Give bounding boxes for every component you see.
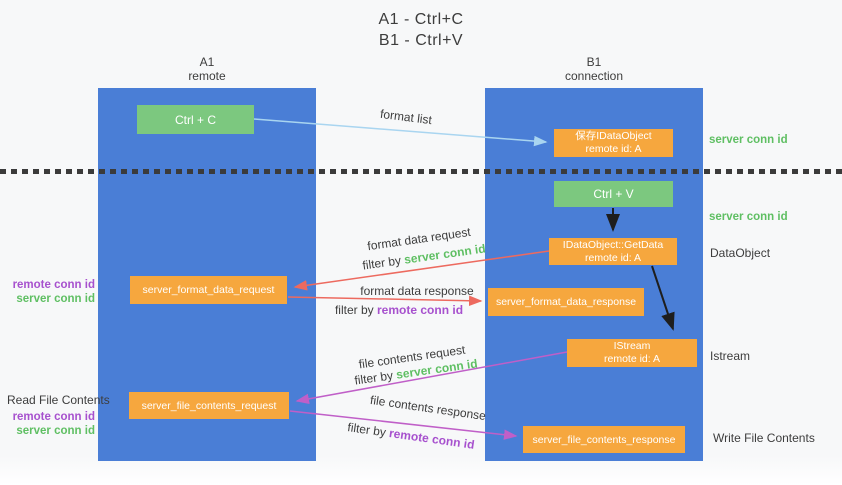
title-line-1: A1 - Ctrl+C: [378, 11, 464, 28]
node-format-response-label: server_format_data_response: [495, 296, 637, 308]
label-filter-by-remote-1: filter by remote conn id: [335, 303, 463, 317]
node-idataobject-getdata: IDataObject::GetData remote id: A: [549, 238, 677, 265]
lane-a1-subtitle: remote: [188, 69, 226, 83]
node-server-file-contents-request: server_file_contents_request: [129, 392, 289, 419]
node-file-response-label: server_file_contents_response: [532, 433, 676, 446]
title-line-2: B1 - Ctrl+V: [378, 32, 464, 49]
conn-id-pair-format: remote conn id server conn id: [13, 278, 95, 306]
node-server-file-contents-response: server_file_contents_response: [523, 426, 685, 453]
server-conn-id-label-top: server conn id: [709, 134, 788, 146]
label-format-data-response: format data response: [360, 284, 474, 298]
remote-conn-id-label: remote conn id: [12, 279, 95, 291]
lane-header-b1: B1 connection: [485, 55, 703, 83]
node-istream: IStream remote id: A: [567, 339, 697, 367]
server-conn-id-label: server conn id: [16, 425, 95, 437]
label-format-list: format list: [379, 106, 433, 128]
lane-b1-name: B1: [586, 55, 602, 69]
conn-id-pair-file: remote conn id server conn id: [13, 410, 95, 438]
node-ctrl-v: Ctrl + V: [554, 181, 673, 207]
dataobject-label: DataObject: [710, 246, 771, 260]
filter-by-text: filter by: [361, 253, 402, 273]
filter-by-text: filter by: [334, 303, 374, 317]
write-file-contents-label: Write File Contents: [713, 431, 815, 445]
node-server-format-data-request: server_format_data_request: [130, 276, 287, 304]
lane-header-a1: A1 remote: [98, 55, 316, 83]
remote-conn-id-text: remote conn id: [377, 303, 464, 317]
istream-label: Istream: [710, 349, 751, 363]
node-istream-line2: remote id: A: [603, 353, 661, 365]
remote-conn-id-text: remote conn id: [388, 426, 476, 452]
node-ctrl-v-label: Ctrl + V: [593, 187, 634, 201]
node-istream-line1: IStream: [613, 340, 651, 352]
node-format-request-label: server_format_data_request: [142, 284, 275, 296]
node-file-request-label: server_file_contents_request: [141, 399, 277, 412]
node-save-idataobject-line2: remote id: A: [585, 143, 642, 155]
node-save-idataobject-line1: 保存IDataObject: [575, 130, 652, 142]
diagram-title: A1 - Ctrl+C B1 - Ctrl+V: [0, 9, 842, 51]
dotted-divider-line: [0, 169, 842, 174]
read-file-contents-label: Read File Contents: [7, 393, 110, 407]
label-file-contents-response: file contents response: [369, 392, 487, 424]
filter-by-text: filter by: [346, 420, 387, 440]
node-save-idataobject: 保存IDataObject remote id: A: [554, 129, 673, 157]
lane-a1-name: A1: [199, 55, 215, 69]
server-conn-id-label-mid: server conn id: [709, 211, 788, 223]
label-filter-by-remote-2: filter by remote conn id: [347, 420, 476, 452]
node-getdata-line2: remote id: A: [584, 251, 642, 264]
node-server-format-data-response: server_format_data_response: [488, 288, 644, 316]
node-ctrl-c-label: Ctrl + C: [174, 112, 216, 127]
server-conn-id-label: server conn id: [16, 293, 95, 305]
remote-conn-id-label: remote conn id: [12, 411, 95, 423]
lane-b1-subtitle: connection: [564, 69, 624, 83]
node-getdata-line1: IDataObject::GetData: [562, 238, 664, 251]
node-ctrl-c: Ctrl + C: [137, 105, 254, 134]
